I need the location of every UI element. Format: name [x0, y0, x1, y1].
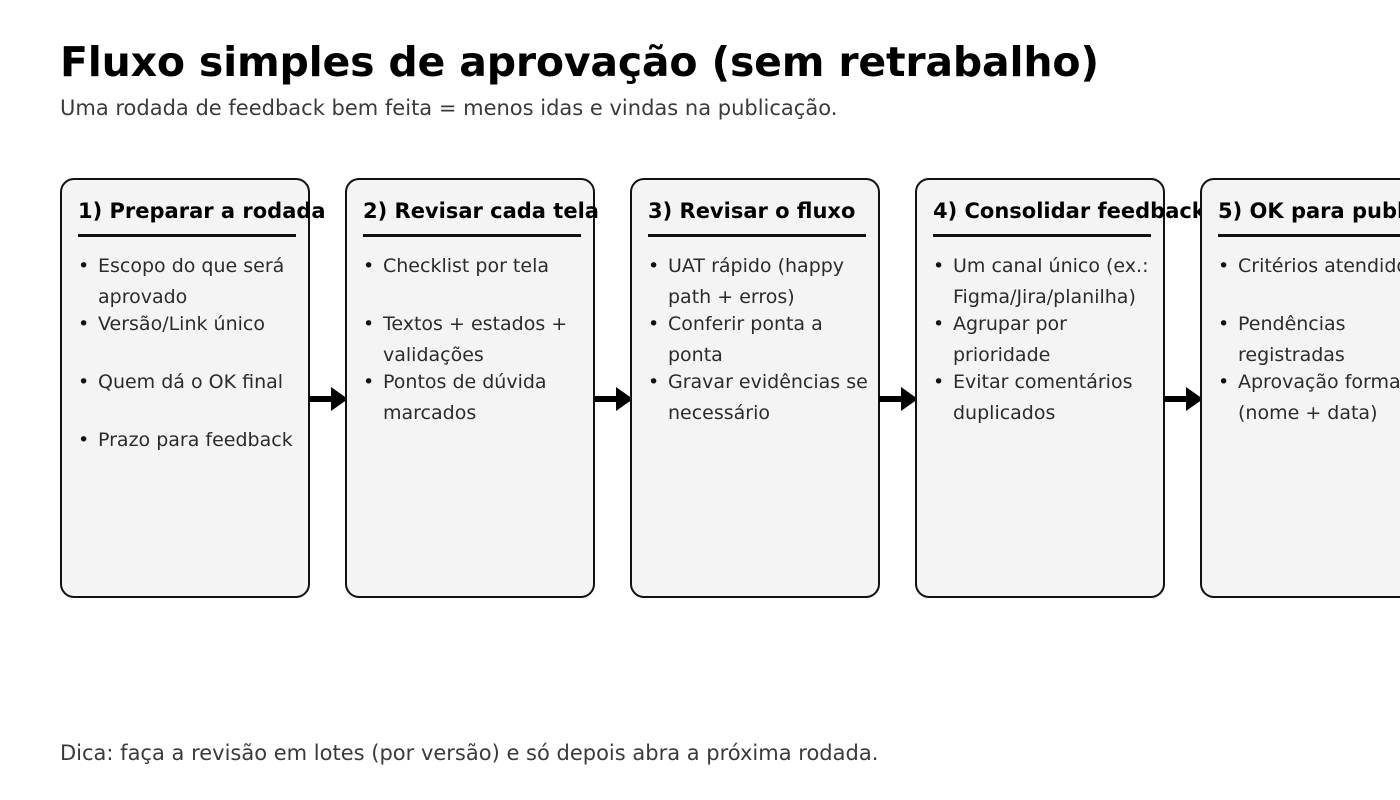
- title-divider: [933, 234, 1151, 237]
- flow-step-bullet: Pendências registradas: [1218, 309, 1400, 371]
- flow-step-card-3[interactable]: 3) Revisar o fluxoUAT rápido (happy path…: [630, 178, 880, 598]
- flow-step-bullet: Versão/Link único: [78, 309, 300, 340]
- flow-step-bullet: Escopo do que será aprovado: [78, 251, 300, 313]
- arrow-right-icon: [879, 387, 918, 411]
- arrow-shaft: [309, 396, 335, 402]
- flow-step-bullet-list: Critérios atendidosPendências registrada…: [1218, 251, 1400, 571]
- arrow-shaft: [879, 396, 905, 402]
- title-divider: [1218, 234, 1400, 237]
- arrow-head: [901, 387, 918, 411]
- flow-step-bullet: Evitar comentários duplicados: [933, 367, 1155, 429]
- flow-step-bullet: Quem dá o OK final: [78, 367, 300, 398]
- flow-step-bullet: Gravar evidências se necessário: [648, 367, 870, 429]
- flow-step-card-2[interactable]: 2) Revisar cada telaChecklist por telaTe…: [345, 178, 599, 598]
- title-divider: [363, 234, 581, 237]
- arrow-right-icon: [1164, 387, 1203, 411]
- flow-step-title: 3) Revisar o fluxo: [648, 199, 856, 223]
- flow-step-bullet: Critérios atendidos: [1218, 251, 1400, 282]
- flow-step-bullet: Agrupar por prioridade: [933, 309, 1155, 371]
- flow-step-bullet-list: Checklist por telaTextos + estados + val…: [363, 251, 577, 571]
- flow-step-card-1[interactable]: 1) Preparar a rodadaEscopo do que será a…: [60, 178, 326, 598]
- arrow-head: [331, 387, 348, 411]
- flow-step-title: 4) Consolidar feedback: [933, 199, 1206, 223]
- page-subtitle: Uma rodada de feedback bem feita = menos…: [60, 96, 838, 120]
- flow-step-title: 2) Revisar cada tela: [363, 199, 599, 223]
- flow-step-bullet: Um canal único (ex.: Figma/Jira/planilha…: [933, 251, 1155, 313]
- title-divider: [648, 234, 866, 237]
- flow-step-bullet-list: UAT rápido (happy path + erros)Conferir …: [648, 251, 868, 571]
- flow-diagram: 1) Preparar a rodadaEscopo do que será a…: [60, 178, 1400, 600]
- page-title: Fluxo simples de aprovação (sem retrabal…: [60, 38, 1099, 86]
- arrow-shaft: [1164, 396, 1190, 402]
- title-divider: [78, 234, 296, 237]
- arrow-head: [1186, 387, 1203, 411]
- arrow-right-icon: [594, 387, 633, 411]
- flow-step-bullet: Aprovação formal (nome + data): [1218, 367, 1400, 429]
- arrow-shaft: [594, 396, 620, 402]
- flow-step-title: 1) Preparar a rodada: [78, 199, 326, 223]
- flow-step-bullet: Conferir ponta a ponta: [648, 309, 870, 371]
- flow-step-bullet: Pontos de dúvida marcados: [363, 367, 585, 429]
- flow-step-bullet: Prazo para feedback: [78, 425, 300, 456]
- footer-note: Dica: faça a revisão em lotes (por versã…: [60, 741, 879, 765]
- flow-step-bullet: Textos + estados + validações: [363, 309, 585, 371]
- arrow-head: [616, 387, 633, 411]
- arrow-right-icon: [309, 387, 348, 411]
- flow-step-card-5[interactable]: 5) OK para publicarCritérios atendidosPe…: [1200, 178, 1400, 598]
- flow-step-title: 5) OK para publicar: [1218, 199, 1400, 223]
- flow-step-bullet: Checklist por tela: [363, 251, 585, 282]
- flow-step-bullet-list: Escopo do que será aprovadoVersão/Link ú…: [78, 251, 293, 571]
- flow-step-bullet: UAT rápido (happy path + erros): [648, 251, 870, 313]
- flow-step-bullet-list: Um canal único (ex.: Figma/Jira/planilha…: [933, 251, 1148, 571]
- flow-step-card-4[interactable]: 4) Consolidar feedback Um canal único (ex…: [915, 178, 1206, 598]
